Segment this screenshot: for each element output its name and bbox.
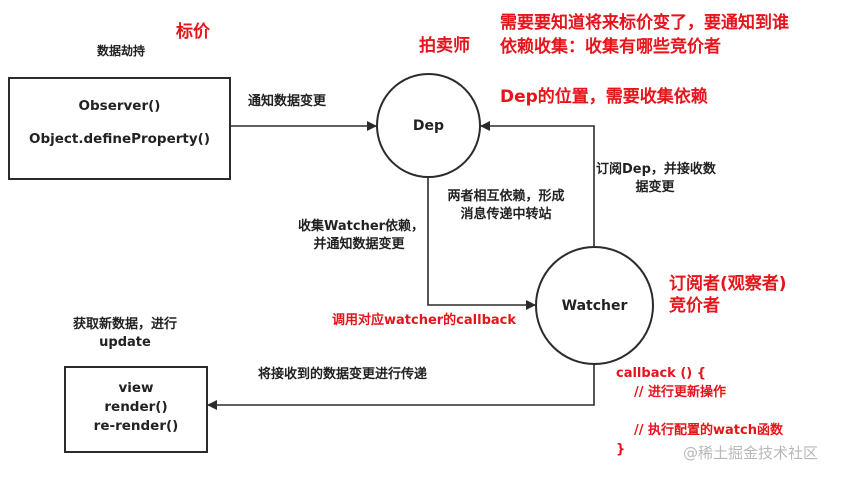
collect-watcher-label: 收集Watcher依赖， 并通知数据变更 — [298, 218, 425, 254]
dep-to-watcher-arrow — [427, 176, 536, 310]
dep-node: Dep — [376, 73, 481, 178]
mutual-dependency-line-1: 两者相互依赖，形成 — [447, 189, 565, 204]
data-hijack-label: 数据劫持 — [97, 44, 146, 58]
auction-note-line-2: 依赖收集：收集有哪些竞价者 — [500, 37, 721, 57]
watcher-label: Watcher — [561, 297, 628, 314]
re-render-label: re-render() — [93, 418, 179, 434]
subscribe-dep-label: 订阅Dep，并接收数 据变更 — [596, 161, 716, 197]
watcher-node: Watcher — [535, 246, 654, 365]
price-tag-annotation: 标价 — [176, 22, 210, 42]
collect-watcher-line-1: 收集Watcher依赖， — [298, 219, 425, 234]
fetch-data-label: 获取新数据，进行 update — [64, 316, 186, 352]
dep-label: Dep — [412, 117, 445, 134]
mutual-dependency-line-2: 消息传递中转站 — [460, 207, 552, 222]
collect-watcher-line-2: 并通知数据变更 — [313, 237, 405, 252]
subscribe-dep-line-1: 订阅Dep，并接收数 — [596, 162, 716, 177]
auction-note: 需要要知道将来标价变了，要通知到谁 依赖收集：收集有哪些竞价者 — [500, 11, 789, 59]
pass-on-label: 将接收到的数据变更进行传递 — [258, 367, 428, 382]
auction-note-line-1: 需要要知道将来标价变了，要通知到谁 — [500, 13, 789, 33]
view-box: view render() re-render() — [64, 366, 208, 453]
subscriber-line-2: 竞价者 — [669, 296, 720, 316]
callback-line-1: callback () { — [616, 366, 707, 381]
watcher-to-dep-arrow — [480, 121, 595, 246]
render-label: render() — [104, 399, 168, 415]
notify-change-label: 通知数据变更 — [248, 94, 327, 109]
fetch-data-line-1: 获取新数据，进行 — [72, 317, 177, 332]
callback-line-3: // 执行配置的watch函数 — [634, 423, 783, 438]
subscriber-annotation: 订阅者(观察者) 竞价者 — [669, 273, 787, 317]
observer-box: Observer() Object.defineProperty() — [8, 77, 231, 180]
observer-label: Observer() — [78, 98, 161, 114]
call-callback-annotation: 调用对应watcher的callback — [332, 313, 517, 328]
watcher-to-view-arrow — [207, 364, 595, 410]
define-property-label: Object.defineProperty() — [29, 131, 210, 147]
callback-code: callback () { // 进行更新操作 // 执行配置的watch函数 … — [616, 364, 783, 459]
callback-line-4: } — [616, 442, 626, 457]
subscribe-dep-line-2: 据变更 — [635, 180, 675, 195]
fetch-data-line-2: update — [99, 335, 151, 350]
callback-line-2: // 进行更新操作 — [634, 385, 727, 400]
view-label: view — [118, 380, 154, 396]
watermark: @稀土掘金技术社区 — [683, 444, 819, 462]
auctioneer-annotation: 拍卖师 — [419, 36, 470, 56]
subscriber-line-1: 订阅者(观察者) — [669, 274, 787, 294]
dep-position-annotation: Dep的位置，需要收集依赖 — [500, 87, 708, 107]
mutual-dependency-label: 两者相互依赖，形成 消息传递中转站 — [437, 188, 575, 224]
